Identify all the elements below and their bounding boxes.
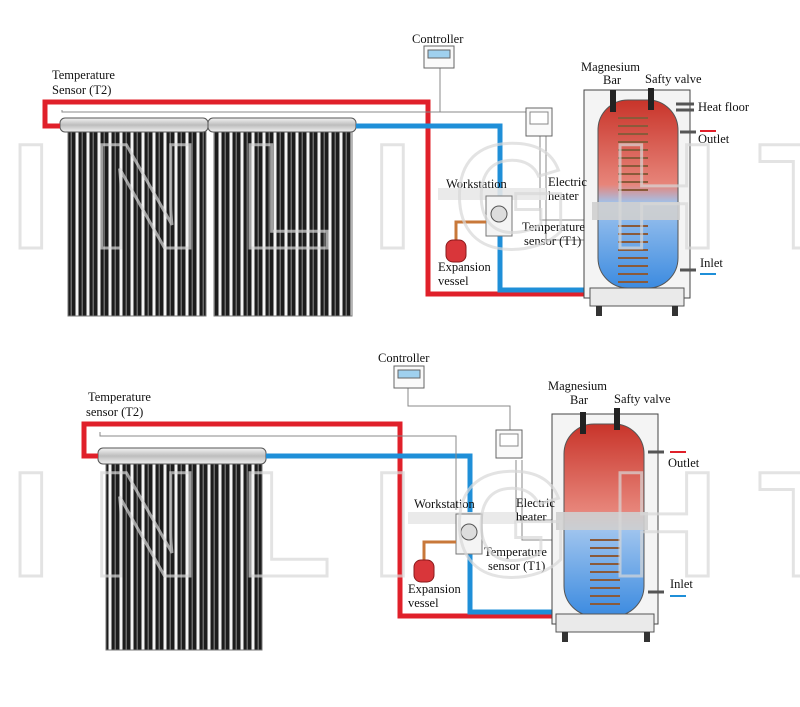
label-sensor-t2-line1: Temperature [52, 68, 115, 82]
diagram-bottom: Controller Temperature sensor (T2) Magne… [81, 351, 700, 651]
label-electric-heater-line2: heater [548, 189, 579, 203]
label-controller: Controller [378, 351, 430, 365]
label-expansion-line2: vessel [438, 274, 469, 288]
label-inlet: Inlet [670, 577, 693, 591]
label-magnesium-line2: Bar [603, 73, 622, 87]
label-expansion-line1: Expansion [408, 582, 462, 596]
watermark-bottom: INLIGHT [10, 440, 800, 608]
label-sensor-t2-line2: sensor (T2) [86, 405, 143, 419]
controller-bottom [393, 365, 425, 389]
workstation-box-top [525, 107, 553, 137]
label-expansion-line1: Expansion [438, 260, 492, 274]
pump-station-top [485, 195, 513, 237]
label-sensor-t1-line1: Temperature [484, 545, 547, 559]
label-magnesium-line1: Magnesium [548, 379, 607, 393]
label-safety-valve: Safty valve [614, 392, 671, 406]
label-workstation: Workstation [446, 177, 508, 191]
label-outlet: Outlet [698, 132, 730, 146]
hot-pipe-top [42, 99, 588, 297]
storage-tank-top [583, 88, 716, 316]
label-electric-heater-line2: heater [516, 510, 547, 524]
workstation-box-bottom [495, 429, 523, 459]
pump-station-bottom [455, 513, 483, 555]
diagram-top: Controller Temperature Sensor (T2) Magne… [42, 32, 750, 317]
expansion-vessel-top [445, 220, 486, 263]
label-expansion-line2: vessel [408, 596, 439, 610]
label-outlet: Outlet [668, 456, 700, 470]
label-sensor-t2-line2: Sensor (T2) [52, 83, 111, 97]
label-sensor-t1-line2: sensor (T1) [488, 559, 545, 573]
label-controller: Controller [412, 32, 464, 46]
label-safety-valve: Safty valve [645, 72, 702, 86]
label-sensor-t1-line1: Temperature [522, 220, 585, 234]
label-workstation: Workstation [414, 497, 476, 511]
label-electric-heater-line1: Electric [548, 175, 587, 189]
controller-top [423, 45, 455, 69]
label-magnesium-line2: Bar [570, 393, 589, 407]
label-sensor-t1-line2: sensor (T1) [524, 234, 581, 248]
expansion-vessel-bottom [413, 540, 456, 583]
storage-tank-bottom [551, 408, 686, 642]
label-inlet: Inlet [700, 256, 723, 270]
label-electric-heater-line1: Electric [516, 496, 555, 510]
label-sensor-t2-line1: Temperature [88, 390, 151, 404]
collector-bottom [97, 447, 267, 651]
label-magnesium-line1: Magnesium [581, 60, 640, 74]
collector-top-left [59, 117, 209, 317]
label-heat-floor: Heat floor [698, 100, 750, 114]
collector-top-right [207, 117, 357, 317]
watermark-top: INLIGHT [10, 112, 800, 280]
hot-pipe-bottom [81, 421, 556, 619]
